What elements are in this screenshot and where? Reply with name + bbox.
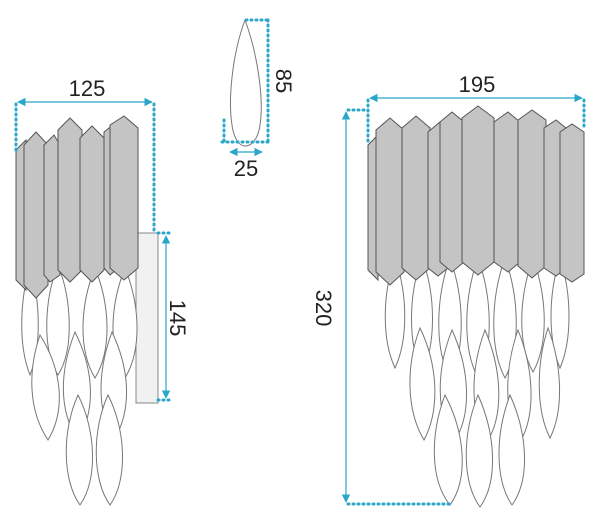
wall-plate — [135, 232, 159, 404]
crystal-detail-figure: 85 25 — [220, 18, 296, 181]
wall-sconce-figure: 125 145 — [14, 76, 190, 506]
sconce-blades — [15, 115, 139, 299]
chandelier-width-label: 195 — [459, 72, 496, 97]
chandelier-blades — [367, 105, 585, 286]
chandelier-height-label: 320 — [311, 290, 336, 327]
crystal-width-label: 25 — [234, 156, 258, 181]
sconce-crystals — [21, 263, 138, 506]
sconce-width-label: 125 — [69, 76, 106, 101]
crystal-height-label: 85 — [271, 69, 296, 93]
chandelier-figure: 195 320 — [311, 72, 586, 508]
chandelier-crystals — [384, 256, 570, 508]
sconce-depth-label: 145 — [165, 300, 190, 337]
crystal-drop — [230, 18, 262, 147]
